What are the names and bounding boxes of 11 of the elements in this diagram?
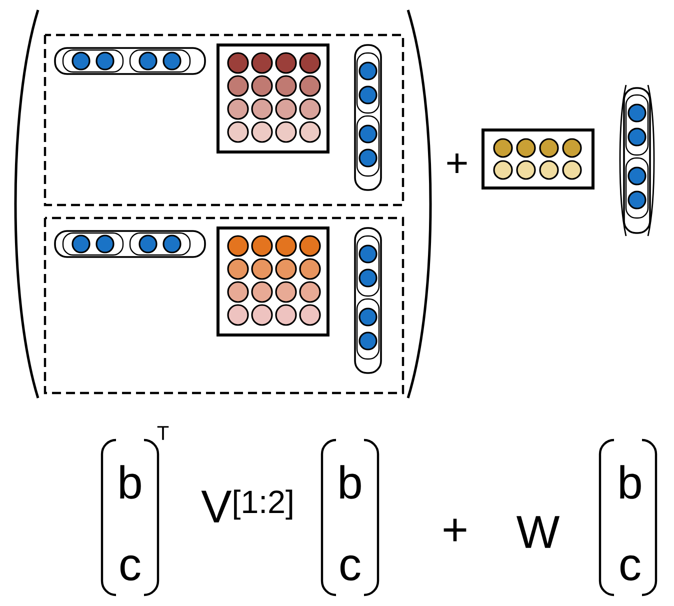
vector-symbol: b [620,465,641,499]
plus-sign: + [447,153,467,174]
vector-symbol: c [340,555,360,581]
vector-symbol: c [120,555,140,581]
tensor-symbol: V$^{[1:2]}$ [201,490,292,522]
plus-sign: + [444,518,466,542]
vector-symbol: b [340,465,361,499]
vector-symbol: c [620,555,640,581]
vector-symbol: b [120,465,141,499]
matrix-symbol: W [516,516,560,548]
transpose-symbol: T [157,426,169,440]
